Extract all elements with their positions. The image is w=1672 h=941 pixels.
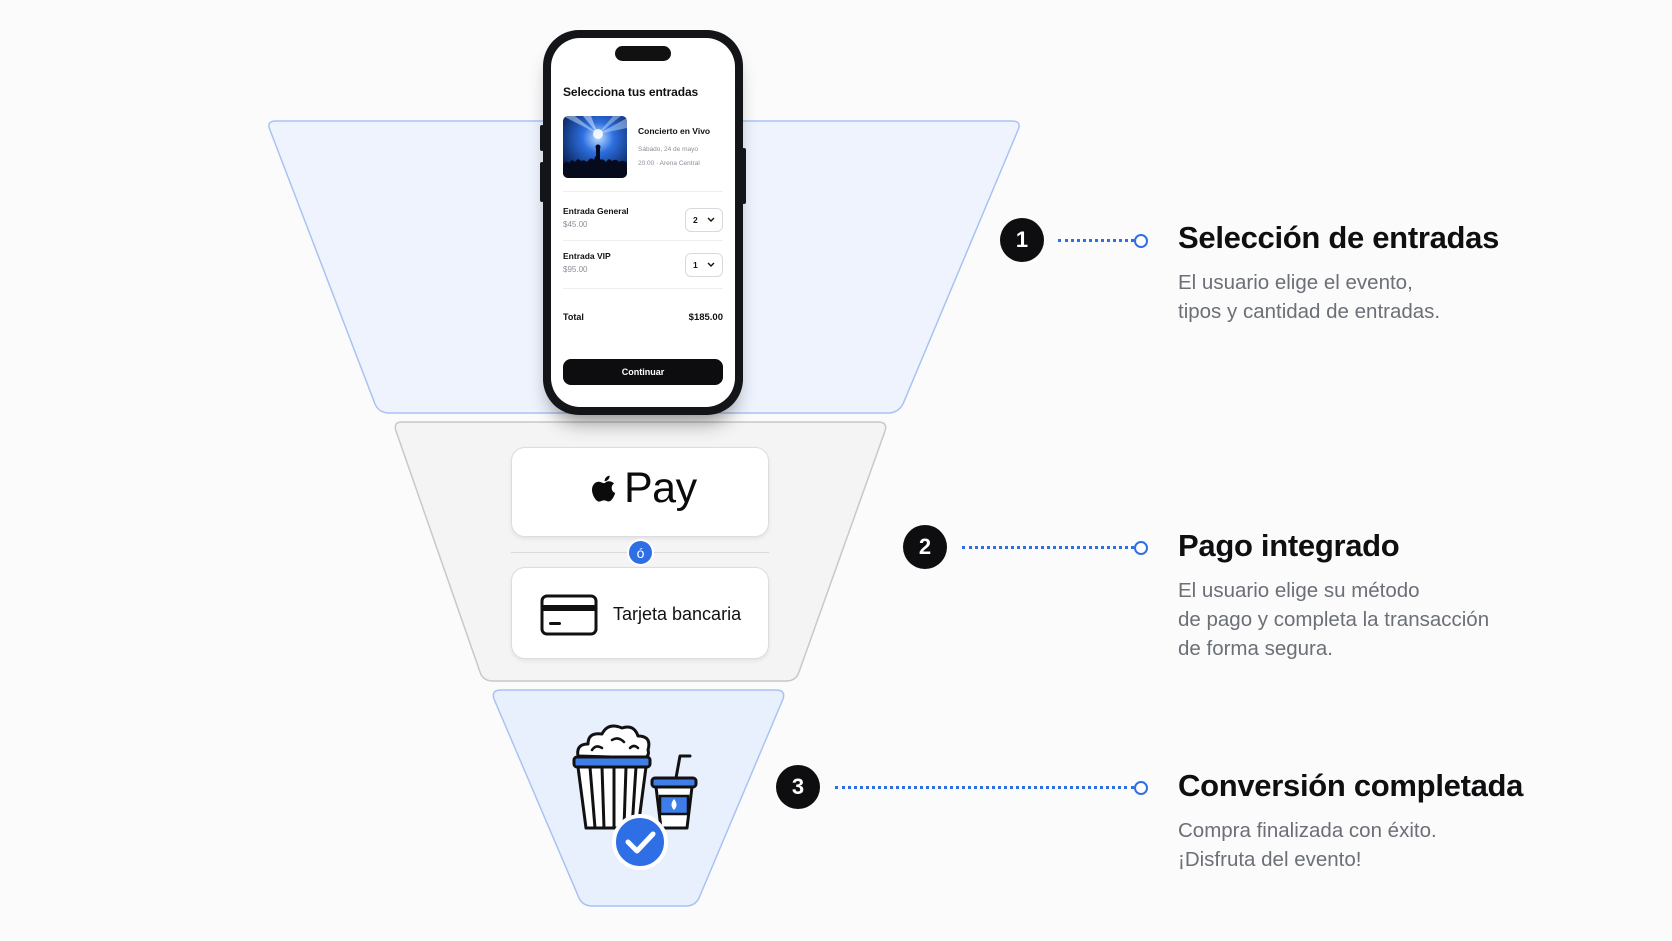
divider: [563, 288, 723, 289]
step-3-connector: [835, 786, 1134, 789]
ticket-general-name: Entrada General: [563, 206, 629, 216]
apple-pay-option[interactable]: Pay: [511, 447, 769, 537]
phone-power-button: [742, 148, 746, 204]
phone-mockup: Selecciona tus entradas: [540, 30, 746, 415]
step-3-title: Conversión completada: [1178, 768, 1524, 803]
chevron-down-icon: [707, 217, 715, 222]
divider: [563, 240, 723, 241]
event-date: Sábado, 24 de mayo: [638, 146, 698, 153]
bank-card-label: Tarjeta bancaria: [613, 604, 742, 624]
step-3-description: Compra finalizada con éxito. ¡Disfruta d…: [1178, 816, 1437, 874]
step-2-desc-line: El usuario elige su método: [1178, 579, 1420, 602]
step-2-connector-end: [1134, 541, 1148, 555]
step-1-title: Selección de entradas: [1178, 220, 1500, 255]
qty-value: 2: [693, 215, 698, 225]
apple-pay-label: Pay: [624, 464, 697, 512]
apple-logo-icon: [592, 475, 616, 502]
phone-side-button: [540, 125, 544, 151]
step-3-connector-end: [1134, 781, 1148, 795]
step-1-description: El usuario elige el evento, tipos y cant…: [1178, 268, 1440, 326]
step-1-connector: [1058, 239, 1134, 242]
step-1-number: 1: [1000, 218, 1044, 262]
chevron-down-icon: [707, 262, 715, 267]
event-place: 20:00 · Arena Central: [638, 160, 700, 167]
total-value: $185.00: [688, 312, 723, 323]
step-2-number: 2: [903, 525, 947, 569]
phone-screen: Selecciona tus entradas: [551, 38, 735, 407]
ticket-general-qty-select[interactable]: 2: [685, 208, 723, 232]
step-2-title: Pago integrado: [1178, 528, 1400, 563]
ticket-vip-qty-select[interactable]: 1: [685, 253, 723, 277]
step-3-desc-line: ¡Disfruta del evento!: [1178, 848, 1362, 871]
divider: [563, 191, 723, 192]
step-1-desc-line: tipos y cantidad de entradas.: [1178, 300, 1441, 323]
step-2-description: El usuario elige su método de pago y com…: [1178, 576, 1489, 663]
phone-volume-up: [540, 162, 544, 202]
concert-image: [563, 116, 627, 178]
step-2-desc-line: de forma segura.: [1178, 637, 1333, 660]
bank-card-option[interactable]: Tarjeta bancaria: [511, 567, 769, 659]
step-1-desc-line: El usuario elige el evento,: [1178, 271, 1413, 294]
step-2-desc-line: de pago y completa la transacción: [1178, 608, 1490, 631]
or-badge: ó: [627, 539, 654, 566]
popcorn-drink-check-icon: [572, 724, 698, 870]
screen-title: Selecciona tus entradas: [563, 85, 699, 99]
qty-value: 1: [693, 260, 698, 270]
event-name: Concierto en Vivo: [638, 126, 711, 136]
credit-card-icon: [540, 594, 598, 636]
ticket-general-price: $45.00: [563, 220, 588, 229]
ticket-vip-name: Entrada VIP: [563, 251, 611, 261]
step-1-connector-end: [1134, 234, 1148, 248]
continue-button[interactable]: Continuar: [563, 359, 723, 385]
dynamic-island: [615, 46, 671, 61]
step-2-connector: [962, 546, 1134, 549]
total-label: Total: [563, 312, 584, 322]
step-3-number: 3: [776, 765, 820, 809]
ticket-vip-price: $95.00: [563, 265, 588, 274]
step-3-desc-line: Compra finalizada con éxito.: [1178, 819, 1437, 842]
